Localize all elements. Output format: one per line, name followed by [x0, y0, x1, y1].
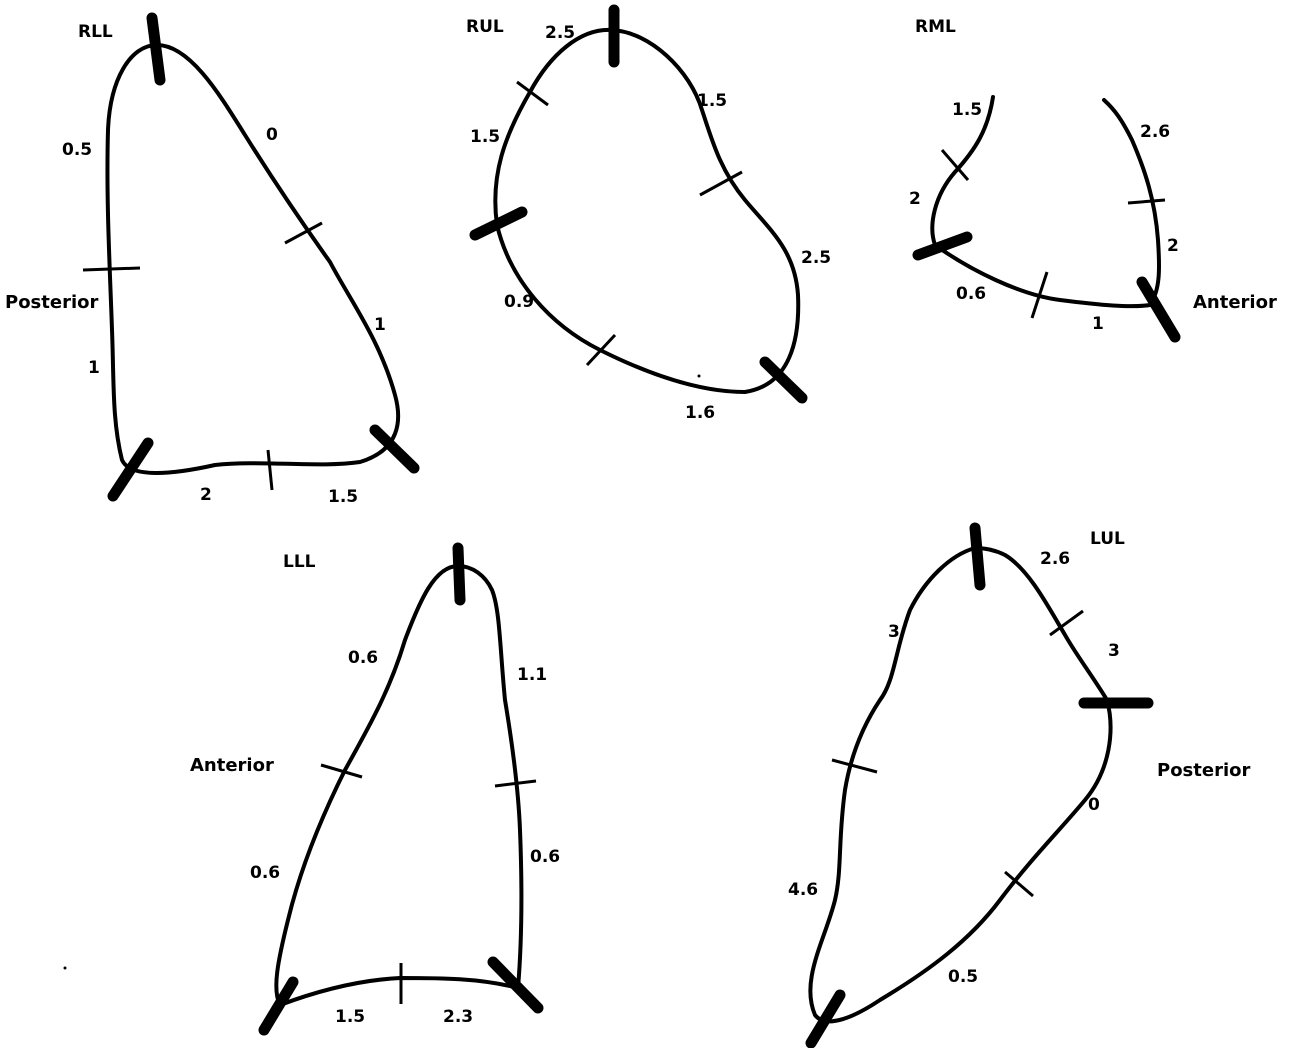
lul-title: LUL [1090, 529, 1125, 549]
rll-segment-label: 0 [266, 125, 278, 145]
lll-segment-label: 1.5 [335, 1007, 365, 1027]
rul-major-mark-bottom-right [759, 356, 808, 404]
lul-tick-lower-right [1004, 870, 1034, 898]
rul-segment-label: 1.6 [685, 403, 715, 423]
rll-major-mark-bottom-left [107, 437, 154, 502]
lll-major-mark-bottom-left [258, 976, 299, 1036]
rll-segment-label: 0.5 [62, 140, 92, 160]
rll-side-label: Posterior [5, 292, 98, 313]
rll-tick-left [82, 266, 141, 272]
lul-major-mark-bottom [805, 989, 846, 1048]
rul-segment-label: 1.5 [470, 127, 500, 147]
rml-segment-label: 1.5 [952, 100, 982, 120]
lul-segment-label: 3 [1108, 641, 1120, 661]
rul-tick-right [699, 170, 743, 197]
lll-major-mark-top [452, 542, 466, 606]
lul-segment-label: 4.6 [788, 880, 818, 900]
rul-tick-lower-left [585, 333, 617, 367]
rll-segment-label: 1.5 [328, 487, 358, 507]
lll-segment-label: 0.6 [348, 648, 378, 668]
lobe-lll: LLL Anterior 0.6 1.1 0.6 0.6 1.5 2.3 [190, 542, 560, 1036]
lll-title: LLL [283, 552, 316, 572]
rul-tick-upper-left [516, 80, 549, 107]
rul-segment-label: 2.5 [545, 23, 575, 43]
rml-major-mark-left [912, 231, 973, 261]
lll-tick-left [320, 763, 363, 779]
lll-segment-label: 0.6 [250, 863, 280, 883]
rul-segment-label: 1.5 [697, 91, 727, 111]
rml-segment-label: 0.6 [956, 284, 986, 304]
lll-segment-label: 0.6 [530, 847, 560, 867]
lobe-lul: LUL Posterior 2.6 3 3 0 4.6 0.5 [788, 522, 1250, 1048]
rml-major-mark-right [1136, 276, 1181, 343]
rll-segment-label: 2 [200, 485, 212, 505]
lul-outline [808, 546, 1113, 1024]
rml-segment-label: 2 [909, 189, 921, 209]
rll-outline [105, 43, 401, 475]
rml-side-label: Anterior [1193, 292, 1277, 313]
rml-segment-label: 2 [1167, 236, 1179, 256]
lll-segment-label: 2.3 [443, 1007, 473, 1027]
rll-segment-label: 1 [374, 315, 386, 335]
lul-side-label: Posterior [1157, 760, 1250, 781]
lobe-rll: RLL Posterior 0.5 0 1 1 2 1.5 [5, 12, 420, 507]
speck [63, 966, 67, 970]
rul-title: RUL [466, 17, 504, 37]
rul-segment-label: 2.5 [801, 248, 831, 268]
lul-major-mark-top [969, 522, 986, 591]
rml-tick-upper-right [1127, 198, 1166, 205]
rll-major-mark-top [146, 12, 166, 86]
lll-side-label: Anterior [190, 755, 274, 776]
rml-tick-bottom [1030, 271, 1049, 319]
lul-tick-upper-right [1049, 609, 1084, 637]
rul-major-mark-left [469, 206, 528, 241]
rul-outline [493, 27, 801, 394]
lll-segment-label: 1.1 [517, 665, 547, 685]
lul-segment-label: 2.6 [1040, 549, 1070, 569]
rml-segment-label: 2.6 [1140, 122, 1170, 142]
rll-segment-label: 1 [88, 358, 100, 378]
lul-segment-label: 0.5 [948, 967, 978, 987]
lul-segment-label: 3 [888, 622, 900, 642]
speck [697, 374, 701, 378]
lll-major-mark-bottom-right [487, 956, 544, 1014]
rml-title: RML [915, 17, 956, 37]
rll-tick-right [284, 221, 323, 245]
lul-tick-left [831, 758, 878, 774]
rll-title: RLL [78, 22, 113, 42]
rll-major-mark-bottom-right [369, 424, 420, 474]
rml-outline [930, 95, 1162, 309]
lobe-rul: RUL 2.5 1.5 1.5 2.5 0.9 1.6 [466, 4, 831, 423]
rml-segment-label: 1 [1092, 314, 1104, 334]
lul-segment-label: 0 [1088, 795, 1100, 815]
lll-tick-right [494, 779, 537, 788]
rul-segment-label: 0.9 [504, 292, 534, 312]
lobe-rml: RML Anterior 1.5 2 2.6 2 0.6 1 [909, 17, 1277, 343]
lll-outline [274, 564, 524, 1007]
rml-tick-upper-left [940, 149, 970, 181]
rll-tick-bottom [266, 449, 274, 491]
